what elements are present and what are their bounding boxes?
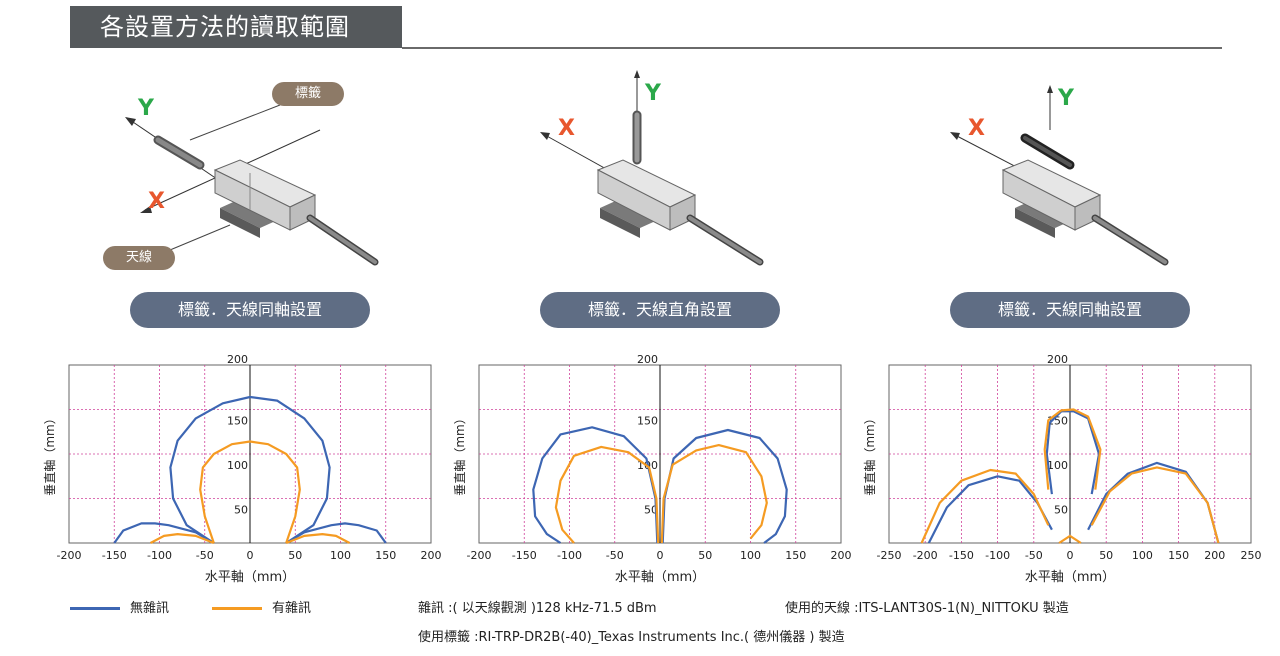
x-tick-label: -100 [147, 549, 172, 562]
series-line-with-noise [285, 533, 351, 545]
series-line-no-noise [113, 522, 215, 544]
x-tick-label: 250 [1241, 549, 1262, 562]
setup-illustration-2: Y X [540, 70, 764, 266]
y-axis-title: 垂直軸（mm） [453, 412, 467, 495]
x-tick-label: 0 [657, 549, 664, 562]
noise-note: 雜訊 :( 以天線觀測 )128 kHz-71.5 dBm [418, 601, 657, 616]
y-tick-label: 200 [1047, 353, 1068, 366]
series-line-with-noise [920, 468, 1050, 544]
x-tick-label: -100 [557, 549, 582, 562]
page-title: 各設置方法的讀取範圍 [70, 6, 402, 48]
x-tick-label: 150 [785, 549, 806, 562]
x-tick-label: 50 [1099, 549, 1113, 562]
series-line-no-noise [1045, 410, 1101, 495]
tag-note: 使用標籤 :RI-TRP-DR2B(-40)_Texas Instruments… [418, 630, 845, 645]
y-tick-label: 200 [637, 353, 658, 366]
y-tick-label: 150 [637, 415, 658, 428]
y-tick-label: 50 [644, 504, 658, 517]
y-tick-label: 150 [227, 415, 248, 428]
series-line-with-noise [149, 533, 215, 545]
series-line-with-noise [660, 444, 768, 544]
y-axis-title: 垂直軸（mm） [43, 412, 57, 495]
series-line-with-noise [199, 440, 301, 544]
x-axis-label-1: X [148, 189, 165, 214]
y-axis-label-2: Y [644, 81, 662, 106]
x-axis-label-3: X [968, 116, 985, 141]
x-axis-label-2: X [558, 116, 575, 141]
x-axis-title: 水平軸（mm） [1025, 570, 1115, 585]
x-tick-label: -50 [196, 549, 214, 562]
y-axis-label-1: Y [137, 96, 155, 121]
x-tick-label: -200 [913, 549, 938, 562]
x-tick-label: 50 [288, 549, 302, 562]
series-line-no-noise [169, 395, 331, 544]
series-line-with-noise [1043, 408, 1102, 490]
setup-label-2: 標籤．天線直角設置 [540, 292, 780, 328]
legend-no-noise-label: 無雜訊 [130, 601, 170, 616]
setup-illustration-3: Y X [950, 85, 1169, 266]
series-line-no-noise [285, 522, 387, 544]
x-axis-title: 水平軸（mm） [205, 570, 295, 585]
x-tick-label: 150 [375, 549, 396, 562]
y-tick-label: 100 [1047, 459, 1068, 472]
antenna-label-badge: 天線 [103, 246, 175, 270]
x-axis-title: 水平軸（mm） [615, 570, 705, 585]
x-tick-label: 0 [1067, 549, 1074, 562]
x-tick-label: -100 [985, 549, 1010, 562]
x-tick-label: -200 [57, 549, 82, 562]
x-tick-label: 50 [698, 549, 712, 562]
x-tick-label: -50 [606, 549, 624, 562]
x-tick-label: -150 [949, 549, 974, 562]
x-tick-label: -150 [102, 549, 127, 562]
x-tick-label: 100 [740, 549, 761, 562]
x-tick-label: -150 [512, 549, 537, 562]
x-tick-label: 200 [421, 549, 442, 562]
y-axis-title: 垂直軸（mm） [863, 412, 877, 495]
x-tick-label: 100 [1132, 549, 1153, 562]
legend-no-noise-swatch [70, 607, 120, 610]
title-divider [402, 47, 1222, 49]
x-tick-label: 150 [1168, 549, 1189, 562]
series-line-with-noise [1058, 534, 1082, 544]
series-line-with-noise [554, 445, 660, 544]
legend-with-noise-label: 有雜訊 [272, 601, 312, 616]
tag-label-badge: 標籤 [272, 82, 344, 106]
y-axis-label-3: Y [1057, 86, 1075, 111]
x-tick-label: 100 [330, 549, 351, 562]
setup-illustration-1: Y X [125, 96, 379, 266]
range-chart-1: -200 -150 -100 -50 0 50 100 150 200 50 100 150 200 水平… [43, 353, 442, 585]
x-tick-label: -50 [1025, 549, 1043, 562]
setup-label-3: 標籤．天線同軸設置 [950, 292, 1190, 328]
y-tick-label: 50 [1054, 504, 1068, 517]
y-tick-label: 50 [234, 504, 248, 517]
x-tick-label: 200 [1204, 549, 1225, 562]
legend-with-noise-swatch [212, 607, 262, 610]
x-tick-label: 200 [831, 549, 852, 562]
x-tick-label: 0 [247, 549, 254, 562]
series-line-with-noise [1090, 466, 1220, 544]
y-tick-label: 200 [227, 353, 248, 366]
antenna-note: 使用的天線 :ITS-LANT30S-1(N)_NITTOKU 製造 [785, 601, 1069, 616]
x-tick-label: -200 [467, 549, 492, 562]
setup-label-1: 標籤．天線同軸設置 [130, 292, 370, 328]
x-tick-label: -250 [877, 549, 902, 562]
y-tick-label: 100 [227, 459, 248, 472]
